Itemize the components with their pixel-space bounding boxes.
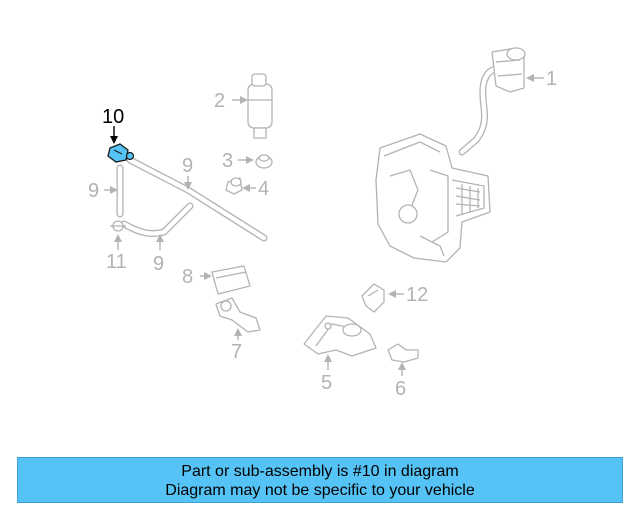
callout-9-left: 9 bbox=[88, 180, 99, 202]
part-6-elbow bbox=[387, 343, 419, 363]
callout-12: 12 bbox=[406, 284, 428, 306]
part-11-t-fitting bbox=[110, 220, 126, 232]
part-12-clip bbox=[361, 283, 385, 313]
part-5-bracket bbox=[303, 315, 377, 357]
banner-line-2: Diagram may not be specific to your vehi… bbox=[165, 482, 475, 499]
part-9-hose-long bbox=[126, 156, 268, 242]
callout-5: 5 bbox=[321, 372, 332, 394]
callout-9-bottom: 9 bbox=[153, 253, 164, 275]
callout-arrows bbox=[104, 74, 544, 376]
part-10-check-valve bbox=[107, 143, 135, 163]
part-7-washer-nozzle bbox=[215, 297, 261, 333]
callout-9-top: 9 bbox=[182, 155, 193, 177]
callout-10: 10 bbox=[102, 106, 124, 128]
washer-reservoir bbox=[375, 133, 491, 263]
callout-11: 11 bbox=[106, 251, 127, 273]
callout-6: 6 bbox=[395, 378, 406, 400]
part-8-nozzle-cover bbox=[211, 265, 251, 295]
part-1-filler-neck bbox=[458, 47, 526, 156]
callout-3: 3 bbox=[222, 150, 233, 172]
callout-1: 1 bbox=[546, 68, 557, 90]
part-4-connector bbox=[225, 177, 243, 195]
callout-4: 4 bbox=[258, 178, 269, 200]
banner-line-1: Part or sub-assembly is #10 in diagram bbox=[181, 463, 459, 480]
part-3-grommet bbox=[255, 154, 273, 169]
callout-7: 7 bbox=[231, 341, 242, 363]
callout-2: 2 bbox=[214, 90, 225, 112]
part-2-washer-pump bbox=[247, 73, 273, 139]
callout-8: 8 bbox=[182, 266, 193, 288]
info-banner: Part or sub-assembly is #10 in diagram D… bbox=[17, 457, 623, 503]
part-9-hose-lower bbox=[120, 202, 194, 238]
